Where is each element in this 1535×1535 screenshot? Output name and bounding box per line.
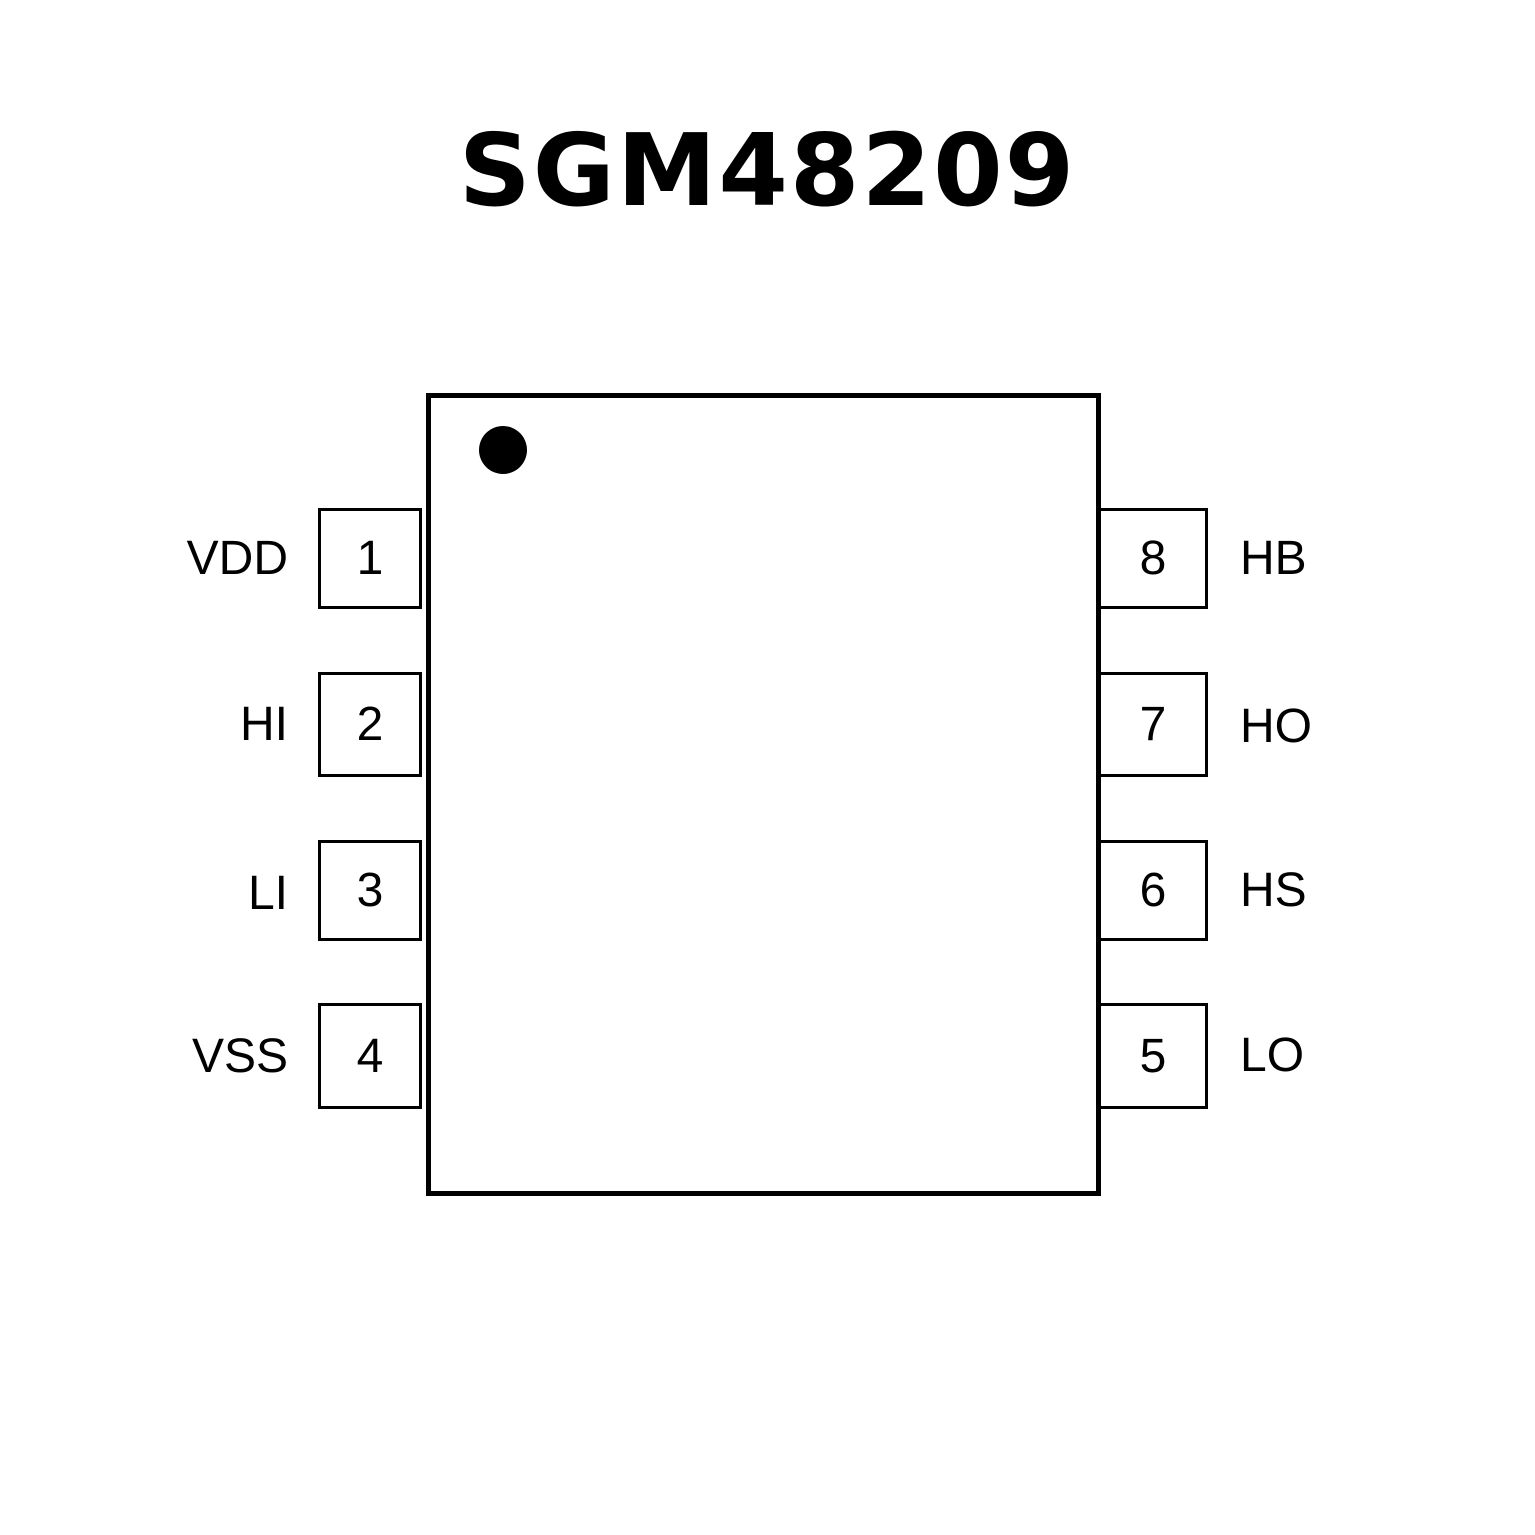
pin-7: 7	[1098, 672, 1208, 777]
pin-label-vdd: VDD	[186, 532, 288, 585]
pin-3: 3	[318, 840, 422, 941]
pin-8: 8	[1098, 508, 1208, 609]
pin-label-lo: LO	[1240, 1029, 1305, 1082]
pin-label-li: LI	[247, 867, 288, 920]
pin-label-vss: VSS	[191, 1030, 288, 1083]
pin-label-hs: HS	[1240, 864, 1307, 917]
chip-title: SGM48209	[458, 112, 1077, 229]
pin-label-ho: HO	[1240, 700, 1312, 753]
pin-5: 5	[1098, 1003, 1208, 1109]
pin1-indicator-dot	[479, 426, 527, 474]
pin-2: 2	[318, 672, 422, 777]
chip-body	[426, 393, 1101, 1196]
pin-1: 1	[318, 508, 422, 609]
pin-label-hi: HI	[240, 698, 288, 751]
pin-6: 6	[1098, 840, 1208, 941]
pin-label-hb: HB	[1240, 532, 1307, 585]
pin-4: 4	[318, 1003, 422, 1109]
